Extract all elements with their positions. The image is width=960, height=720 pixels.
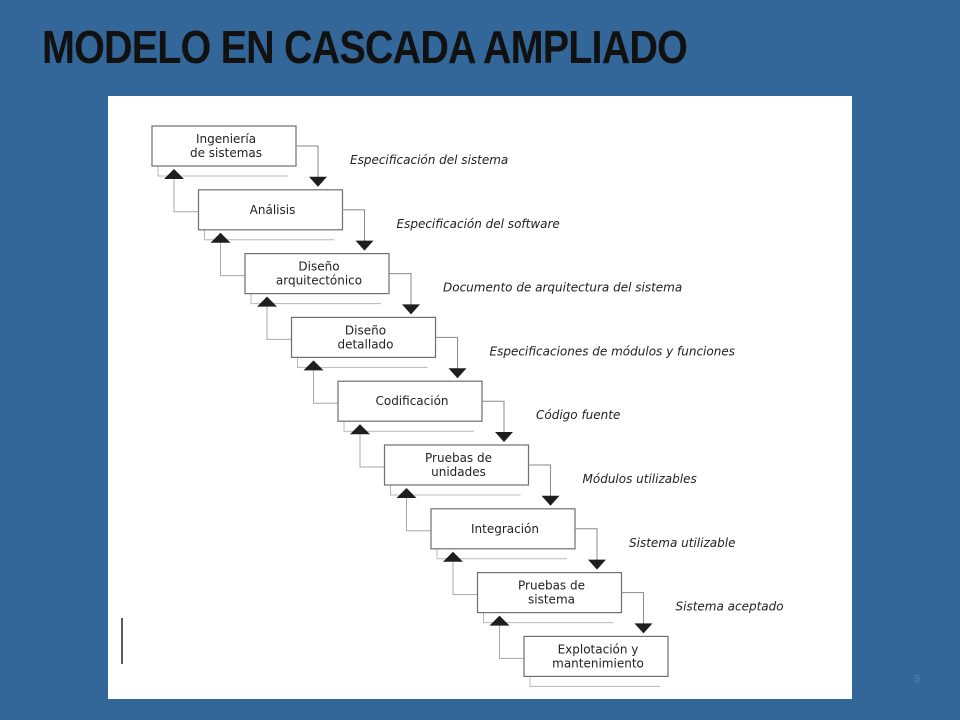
forward-flow-line bbox=[621, 592, 644, 625]
stage-shadow bbox=[343, 421, 474, 432]
output-label: Especificaciones de módulos y funciones bbox=[490, 344, 735, 358]
feedback-flow-line bbox=[220, 242, 245, 277]
stage-label: Análisis bbox=[250, 203, 296, 217]
up-arrow-icon bbox=[350, 424, 370, 435]
stage-label: unidades bbox=[431, 465, 486, 479]
feedback-flow-line bbox=[406, 498, 431, 532]
stage-label: detallado bbox=[337, 337, 393, 351]
forward-flow-line bbox=[575, 528, 598, 561]
stage-label: Pruebas de bbox=[425, 451, 492, 465]
stage-label: Diseño bbox=[298, 260, 339, 274]
down-arrow-icon bbox=[588, 559, 606, 570]
forward-flow-line bbox=[482, 400, 505, 433]
stage-box bbox=[430, 508, 576, 550]
up-arrow-icon bbox=[257, 296, 277, 307]
output-label: Documento de arquitectura del sistema bbox=[443, 281, 682, 295]
stage-shadow bbox=[390, 485, 521, 496]
output-label: Especificación del sistema bbox=[350, 153, 508, 167]
output-label: Código fuente bbox=[536, 408, 620, 422]
stage-shadow bbox=[204, 229, 335, 241]
up-arrow-icon bbox=[164, 169, 184, 179]
forward-flow-line bbox=[389, 273, 412, 306]
stage-box bbox=[197, 189, 344, 231]
feedback-flow-line bbox=[313, 370, 338, 404]
stage-box bbox=[151, 125, 297, 167]
feedback-flow-line bbox=[359, 434, 385, 468]
up-arrow-icon bbox=[396, 488, 417, 498]
output-label: Especificación del software bbox=[397, 217, 560, 231]
down-arrow-icon bbox=[634, 623, 653, 634]
stage-box bbox=[523, 635, 669, 678]
forward-flow-line bbox=[528, 464, 551, 497]
stage-label: Ingeniería bbox=[196, 132, 256, 146]
stage-label: arquitectónico bbox=[276, 274, 362, 288]
down-arrow-icon bbox=[355, 240, 374, 251]
stage-shadow bbox=[529, 676, 660, 687]
stage-label: Codificación bbox=[375, 394, 448, 408]
stage-shadow bbox=[250, 293, 381, 305]
feedback-flow-line bbox=[452, 561, 478, 596]
feedback-flow-line bbox=[266, 306, 292, 340]
feedback-flow-line bbox=[173, 179, 199, 213]
forward-flow-line bbox=[296, 145, 319, 178]
stage-label: Explotación y bbox=[558, 642, 639, 656]
output-label: Sistema utilizable bbox=[629, 536, 735, 550]
down-arrow-icon bbox=[541, 495, 560, 506]
stage-box bbox=[337, 380, 483, 422]
stage-box bbox=[476, 572, 623, 614]
output-label: Sistema aceptado bbox=[676, 600, 784, 614]
slide-title: MODELO EN CASCADA AMPLIADO bbox=[42, 21, 688, 73]
stage-shadow bbox=[157, 166, 288, 177]
up-arrow-icon bbox=[489, 615, 510, 626]
down-arrow-icon bbox=[402, 304, 420, 315]
output-label: Módulos utilizables bbox=[583, 472, 697, 486]
stage-shadow bbox=[483, 612, 614, 624]
forward-flow-line bbox=[435, 336, 458, 370]
slide-number: 9 bbox=[914, 673, 921, 685]
up-arrow-icon bbox=[210, 232, 231, 243]
stage-box bbox=[244, 253, 390, 295]
down-arrow-icon bbox=[448, 368, 467, 379]
stage-label: mantenimiento bbox=[552, 656, 644, 670]
down-arrow-icon bbox=[495, 432, 513, 442]
stage-shadow bbox=[297, 357, 428, 368]
stage-label: sistema bbox=[528, 593, 575, 607]
down-arrow-icon bbox=[309, 176, 327, 187]
stage-shadow bbox=[436, 548, 567, 560]
stage-label: de sistemas bbox=[190, 146, 262, 160]
stage-label: Pruebas de bbox=[518, 579, 585, 593]
stage-label: Diseño bbox=[345, 323, 386, 337]
stage-label: Integración bbox=[471, 522, 539, 536]
feedback-flow-line bbox=[499, 625, 524, 659]
up-arrow-icon bbox=[303, 360, 324, 371]
up-arrow-icon bbox=[443, 551, 463, 562]
forward-flow-line bbox=[342, 209, 365, 242]
stage-box bbox=[383, 444, 530, 486]
